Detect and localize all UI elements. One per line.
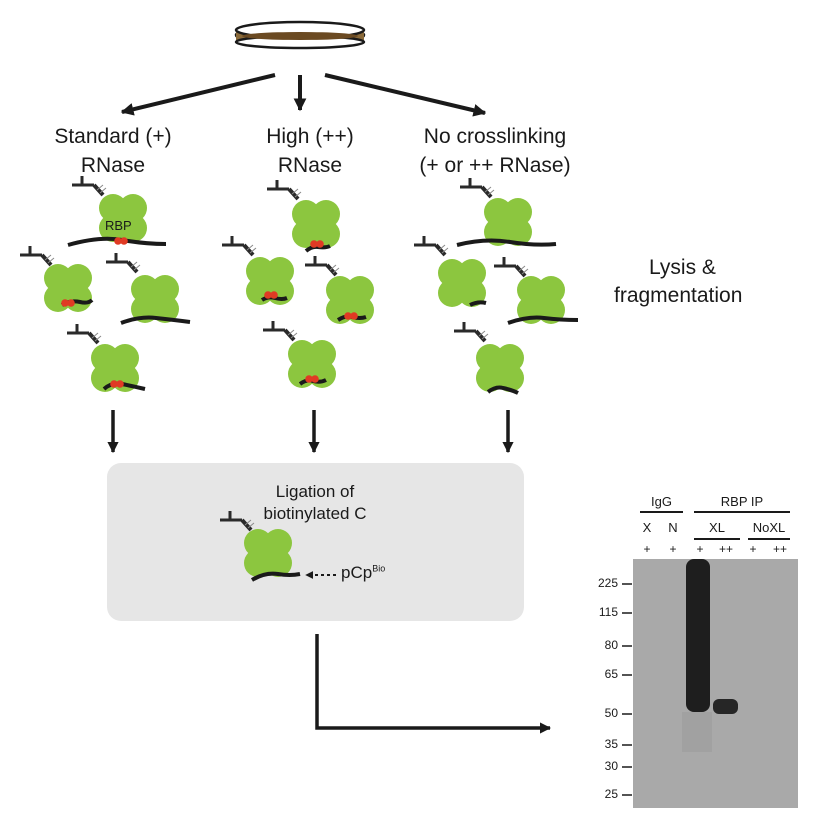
mw-marker-25: 25 (604, 787, 618, 801)
gel-rbp-ip-label: RBP IP (720, 494, 764, 509)
gel-lane-x: X (642, 520, 652, 535)
marker-ticks (622, 583, 632, 796)
mw-marker-65: 65 (604, 667, 618, 681)
condition-nocrosslink-label: No crosslinking (+ or ++ RNase) (400, 122, 590, 180)
gel-noxl-label: NoXL (752, 520, 786, 535)
gel-rnase-3: + (696, 542, 704, 556)
mw-marker-225: 225 (597, 576, 618, 590)
condition-standard-label: Standard (+) RNase (33, 122, 193, 180)
arrow-to-gel (315, 634, 552, 734)
mw-marker-30: 30 (604, 759, 618, 773)
mw-marker-115: 115 (598, 605, 618, 619)
gel-band-xl-plus (686, 559, 710, 712)
lysis-line1: Lysis & (649, 256, 716, 279)
ligation-title: Ligation of biotinylated C (220, 481, 410, 525)
ligation-line2: biotinylated C (263, 504, 367, 523)
rbp-label: RBP (105, 218, 132, 233)
complexes-standard (18, 174, 191, 392)
gel-rnase-1: + (643, 542, 651, 556)
gel-rnase-6: ++ (772, 542, 787, 556)
condition-standard-line2: RNase (80, 154, 146, 177)
gel-rnase-2: + (669, 542, 677, 556)
gel-rnase-5: + (749, 542, 757, 556)
western-blot-gel (633, 559, 798, 808)
gel-rnase-4: ++ (718, 542, 733, 556)
condition-high-line2: RNase (277, 154, 343, 177)
lysis-line2: fragmentation (614, 284, 743, 307)
ligation-box (107, 463, 524, 621)
complexes-high (220, 178, 374, 388)
condition-standard-line1: Standard (+) (54, 125, 172, 148)
ligation-complex (218, 509, 301, 582)
mw-marker-80: 80 (604, 638, 618, 652)
condition-high-label: High (++) RNase (230, 122, 390, 180)
pcp-bio-label: pCpBio (341, 563, 385, 583)
pcp-main: pCp (341, 563, 373, 582)
complexes-nocrosslink (412, 176, 579, 395)
ligation-line1: Ligation of (275, 482, 355, 501)
mw-marker-35: 35 (604, 737, 618, 751)
pcp-sup: Bio (372, 563, 386, 574)
petri-dish-icon (234, 20, 366, 50)
gel-xl-label: XL (709, 520, 725, 535)
lysis-label: Lysis & fragmentation (614, 254, 742, 310)
arrow-to-nocrosslink (324, 73, 487, 117)
condition-nocrosslink-line2: (+ or ++ RNase) (419, 154, 571, 177)
condition-nocrosslink-line1: No crosslinking (423, 125, 567, 148)
condition-high-line1: High (++) (266, 125, 354, 148)
gel-lane-n: N (668, 520, 678, 535)
mw-marker-50: 50 (604, 706, 618, 720)
arrow-to-standard (120, 73, 276, 116)
gel-band-xl-plusplus (713, 699, 738, 714)
gel-igg-label: IgG (651, 494, 672, 509)
